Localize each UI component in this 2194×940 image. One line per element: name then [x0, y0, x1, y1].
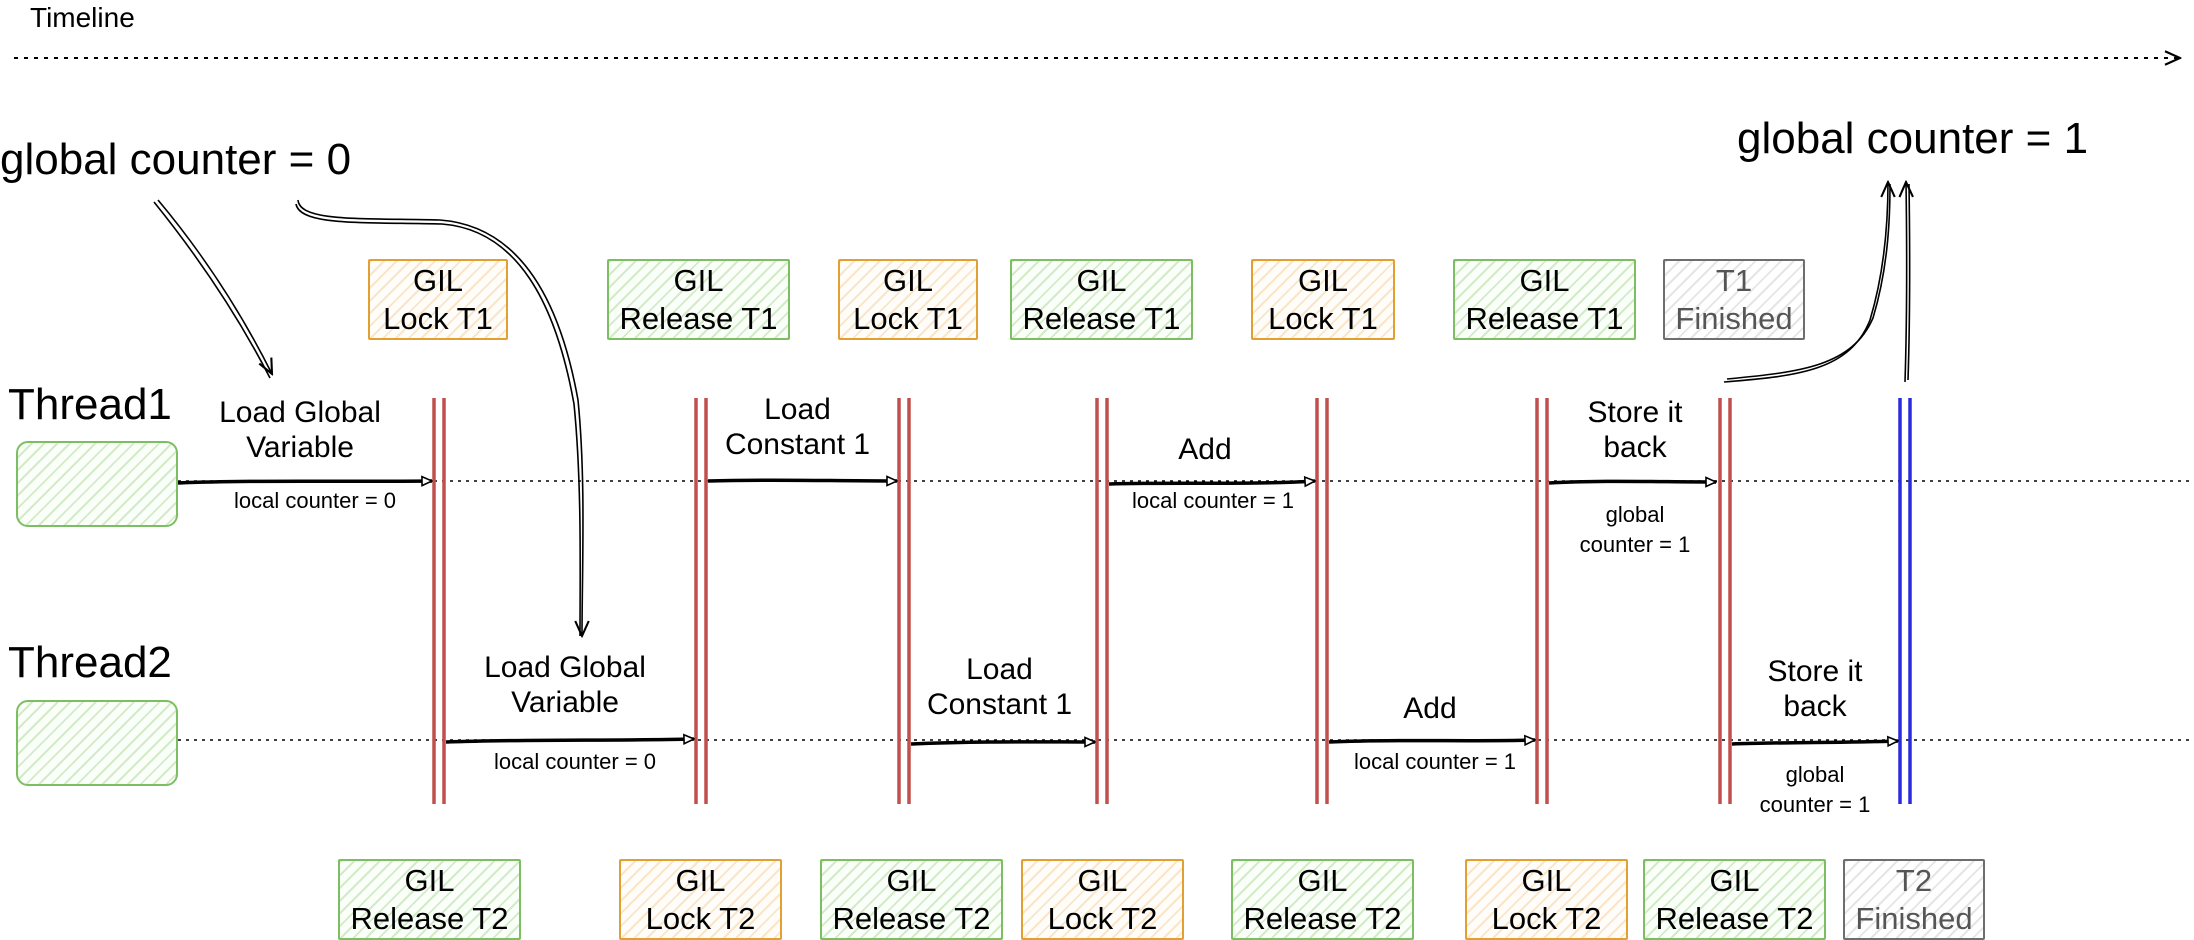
thread1-step-add-note: local counter = 1 [1131, 488, 1295, 513]
thread1-step-add: Add [1178, 433, 1232, 466]
read-arrows [153, 199, 583, 636]
thread1-step-load-global-note: local counter = 0 [233, 488, 397, 513]
thread1-step-arrows [177, 480, 1716, 484]
context-switch-lines [432, 398, 1732, 804]
thread2-step-add-note: local counter = 1 [1353, 749, 1517, 774]
write-arrows [1723, 182, 1910, 383]
timeline-label: Timeline [30, 2, 135, 33]
thread1-label: Thread1 [8, 380, 172, 429]
global-counter-start-label: global counter = 0 [0, 135, 352, 184]
thread2-step-load-global-note: local counter = 0 [493, 749, 657, 774]
thread2-label: Thread2 [8, 638, 172, 687]
thread2-block [16, 700, 178, 786]
thread1-block [16, 441, 178, 527]
thread2-step-add: Add [1403, 692, 1457, 725]
thread2-step-arrows [445, 739, 1898, 744]
end-line [1898, 398, 1912, 804]
global-counter-end-label: global counter = 1 [1737, 114, 2089, 163]
